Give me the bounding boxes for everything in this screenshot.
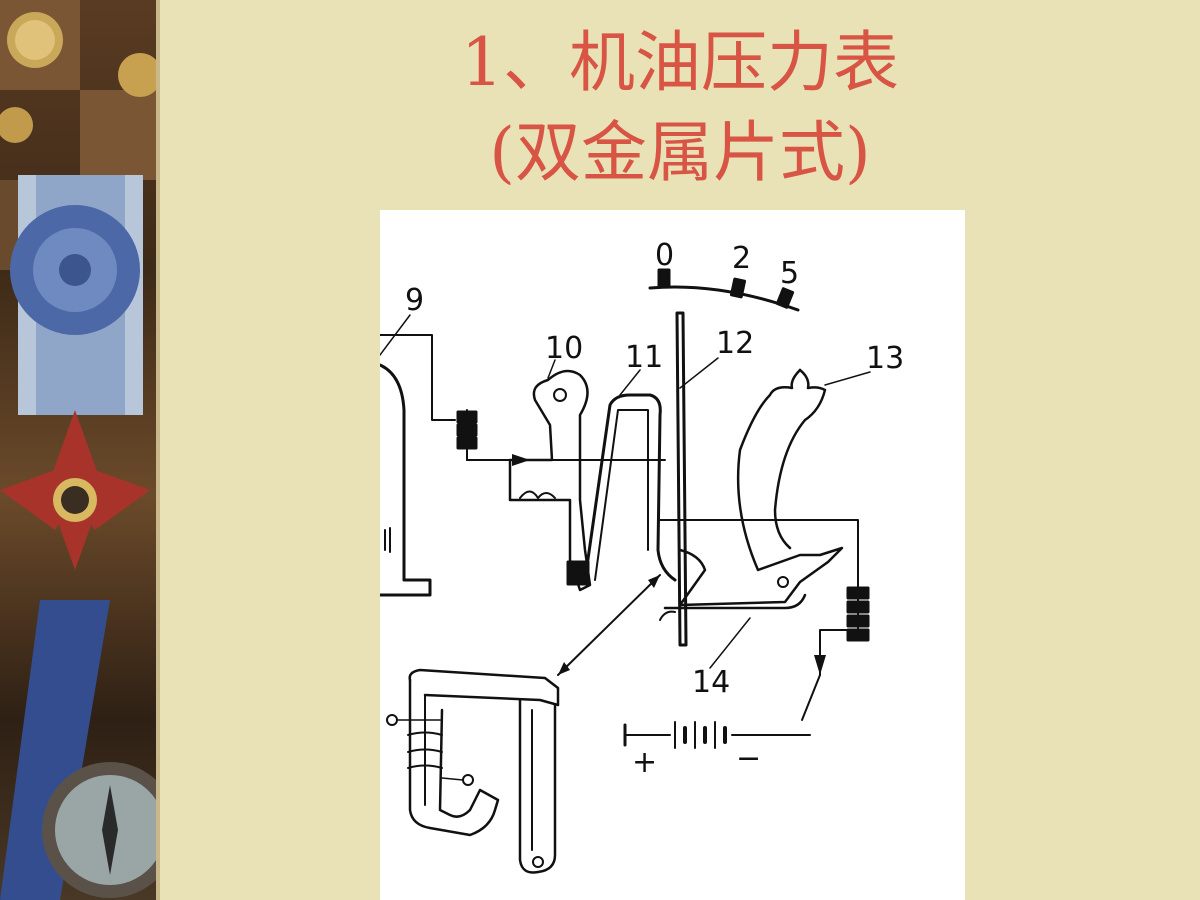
- part-label-11: 11: [625, 340, 663, 375]
- part-label-13: 13: [866, 341, 904, 376]
- compensating-plate: [678, 368, 844, 607]
- sender-unit: [380, 363, 432, 597]
- medal-photo-art: [0, 0, 160, 900]
- title-line-2: (双金属片式): [489, 114, 871, 191]
- scale-label-2: 2: [732, 241, 751, 276]
- gauge-pointer: [675, 311, 707, 647]
- bimetal-detail-view: [386, 668, 560, 874]
- battery-symbol: [623, 721, 811, 749]
- gauge-frame-wire: [657, 519, 859, 581]
- part-label-10: 10: [545, 331, 583, 366]
- oil-pressure-gauge-diagram: 0 2 5 9 10 11 12 13 14: [380, 210, 965, 900]
- title-line-1: 1、机油压力表: [461, 24, 899, 101]
- detail-callout-arrow: [557, 574, 661, 676]
- sender-wire: [380, 334, 456, 421]
- left-terminal: [456, 409, 478, 461]
- slide-title: 1、机油压力表 (双金属片式): [300, 18, 1060, 198]
- scale-tick-5: [775, 287, 795, 309]
- base-bracket: [663, 593, 807, 610]
- scale-label-5: 5: [780, 256, 799, 291]
- gauge-schematic: 0 2 5 9 10 11 12 13 14: [380, 238, 904, 874]
- scale-label-0: 0: [655, 238, 674, 273]
- part-label-14: 14: [692, 665, 730, 700]
- decorative-medal-photo: [0, 0, 160, 900]
- adjust-lever: [508, 369, 592, 592]
- photo-edge: [156, 0, 160, 900]
- part-label-9: 9: [405, 283, 424, 318]
- battery-minus: −: [736, 741, 761, 776]
- scale-tick-2: [729, 277, 747, 299]
- right-terminal: [801, 579, 870, 721]
- battery-plus: +: [632, 745, 657, 780]
- scale-tick-0: [657, 268, 671, 288]
- dial-scale-arc: [648, 285, 800, 312]
- bimetal-strip: [583, 393, 677, 582]
- part-label-12: 12: [716, 326, 754, 361]
